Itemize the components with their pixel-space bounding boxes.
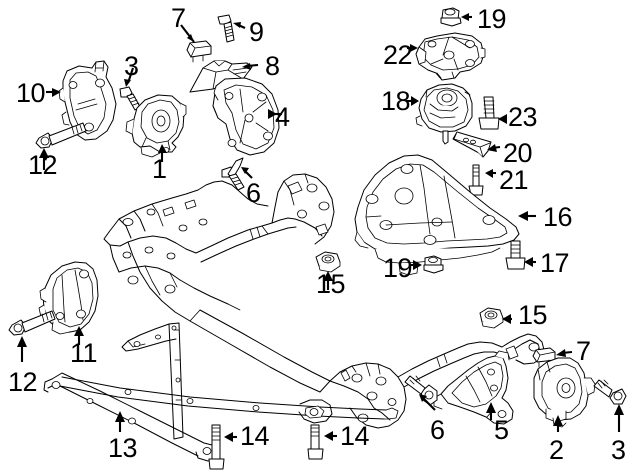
callout-13: 13 bbox=[108, 433, 138, 463]
leader-19-bottom bbox=[411, 260, 422, 270]
part-support-plate-16 bbox=[354, 154, 520, 276]
leader-15-lower bbox=[502, 314, 512, 324]
part-spacer-15-lower bbox=[479, 307, 504, 329]
callout-18: 18 bbox=[381, 86, 411, 116]
part-bolt-21 bbox=[468, 164, 484, 196]
leader-15-upper bbox=[323, 271, 333, 290]
leader-21 bbox=[485, 169, 496, 178]
part-front-subframe bbox=[103, 173, 545, 429]
leader-7-bottom bbox=[556, 349, 573, 357]
leader-7-top bbox=[180, 24, 195, 43]
leader-8 bbox=[242, 63, 259, 70]
callout-3-top: 3 bbox=[124, 51, 139, 81]
part-bolt-6-bottom bbox=[404, 375, 438, 406]
part-engine-bracket-11 bbox=[38, 261, 99, 335]
part-bolt-12-top bbox=[35, 122, 87, 149]
part-engine-bracket-5 bbox=[433, 350, 514, 425]
part-transmission-crossmember-22 bbox=[415, 32, 486, 81]
callout-1: 1 bbox=[152, 154, 167, 184]
part-bolt-3-top bbox=[119, 86, 141, 111]
callout-14-left: 14 bbox=[240, 421, 270, 451]
callout-19-bottom: 19 bbox=[383, 253, 413, 283]
part-bolt-23 bbox=[478, 96, 500, 130]
leader-6-bottom bbox=[419, 394, 436, 411]
callout-9: 9 bbox=[249, 17, 264, 47]
part-bolt-12-bottom bbox=[8, 310, 56, 336]
part-engine-bracket-4 bbox=[212, 77, 280, 156]
callout-16: 16 bbox=[543, 202, 573, 232]
leader-1 bbox=[158, 144, 167, 162]
part-spacer-15-upper bbox=[315, 251, 341, 273]
part-front-brace-13 bbox=[43, 322, 399, 462]
callout-14-right: 14 bbox=[340, 421, 370, 451]
callout-7-bottom: 7 bbox=[576, 336, 591, 366]
leader-17 bbox=[524, 257, 536, 267]
callout-21: 21 bbox=[499, 165, 529, 195]
callout-10: 10 bbox=[16, 78, 46, 108]
part-nut-19-top bbox=[440, 7, 462, 27]
leader-18 bbox=[406, 96, 419, 106]
callout-6-top: 6 bbox=[246, 178, 261, 208]
leader-3-top bbox=[124, 67, 134, 87]
callout-15-lower: 15 bbox=[518, 300, 548, 330]
part-bolt-17 bbox=[505, 240, 526, 270]
part-bolt-3-bottom bbox=[593, 379, 627, 405]
leader-22 bbox=[407, 44, 418, 52]
callout-23: 23 bbox=[508, 102, 538, 132]
callout-8: 8 bbox=[265, 51, 280, 81]
callout-6-bottom: 6 bbox=[430, 415, 445, 445]
callout-5: 5 bbox=[494, 415, 509, 445]
leader-14-left bbox=[224, 432, 237, 442]
callout-2: 2 bbox=[549, 435, 564, 465]
leader-2 bbox=[553, 415, 563, 432]
leader-14-right bbox=[324, 431, 337, 441]
leader-20 bbox=[487, 144, 501, 152]
leader-9 bbox=[233, 22, 246, 29]
part-transmission-mount-18 bbox=[415, 83, 473, 145]
leader-12-bottom bbox=[17, 336, 27, 362]
leader-13 bbox=[115, 411, 125, 432]
part-engine-bracket-10 bbox=[58, 60, 117, 141]
part-nut-19-bottom bbox=[423, 255, 444, 274]
callout-20: 20 bbox=[503, 138, 533, 168]
part-mount-stop-upper-left bbox=[186, 40, 212, 63]
callout-12-bottom: 12 bbox=[8, 367, 38, 397]
leader-23 bbox=[498, 114, 507, 124]
part-engine-mount-2 bbox=[533, 357, 596, 428]
callout-15-upper: 15 bbox=[316, 269, 346, 299]
leader-12-top bbox=[39, 148, 49, 170]
part-bolt-14-right bbox=[307, 424, 324, 460]
leader-4 bbox=[268, 109, 282, 119]
leader-6-top bbox=[241, 167, 253, 179]
part-bolt-6-top bbox=[221, 157, 245, 191]
part-mount-stop-lower-right bbox=[532, 347, 556, 368]
callout-11: 11 bbox=[70, 338, 98, 368]
callout-12-top: 12 bbox=[28, 150, 58, 180]
part-heat-shield-8 bbox=[189, 60, 253, 93]
part-plate-20 bbox=[452, 131, 492, 158]
leader-11 bbox=[74, 326, 84, 345]
callout-3-bottom: 3 bbox=[611, 435, 626, 465]
leader-10 bbox=[46, 88, 61, 97]
callout-4: 4 bbox=[275, 102, 290, 132]
part-bolt-14-left bbox=[208, 424, 225, 470]
leader-19-top bbox=[461, 13, 472, 21]
leader-3-bottom bbox=[614, 404, 624, 432]
leader-16 bbox=[518, 211, 536, 221]
callout-7-top: 7 bbox=[171, 3, 186, 33]
leader-5 bbox=[486, 402, 496, 420]
part-engine-mount-1 bbox=[125, 94, 187, 158]
part-bolt-9 bbox=[217, 14, 235, 43]
callout-17: 17 bbox=[540, 248, 570, 278]
callout-22: 22 bbox=[383, 40, 413, 70]
callout-19-top: 19 bbox=[477, 4, 507, 34]
